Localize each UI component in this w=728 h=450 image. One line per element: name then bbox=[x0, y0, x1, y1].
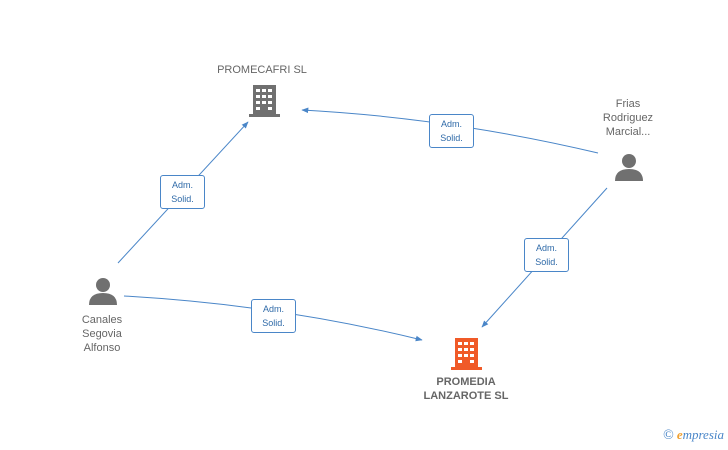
person-label-frias[interactable]: Frias Rodriguez Marcial... bbox=[592, 97, 664, 139]
edge-role: Adm. bbox=[535, 243, 557, 253]
person-icon[interactable] bbox=[615, 154, 643, 181]
edge-label-canales-promedia[interactable]: Adm. Solid. bbox=[251, 299, 296, 333]
building-icon[interactable] bbox=[249, 85, 280, 117]
edge-label-canales-promecafri[interactable]: Adm. Solid. bbox=[160, 175, 205, 209]
brand-name: mpresia bbox=[682, 427, 724, 442]
edge-role: Solid. bbox=[171, 194, 194, 204]
edge-role: Solid. bbox=[262, 318, 285, 328]
person-name-line: Alfonso bbox=[83, 342, 121, 354]
company-label-promecafri[interactable]: PROMECAFRI SL bbox=[217, 64, 307, 76]
copyright-icon: © bbox=[663, 428, 674, 443]
edge-role: Solid. bbox=[440, 133, 463, 143]
edge-label-frias-promecafri[interactable]: Adm. Solid. bbox=[429, 114, 474, 148]
company-name-line: LANZAROTE SL bbox=[423, 390, 509, 402]
person-name-line: Rodriguez bbox=[602, 112, 654, 124]
brand-initial: e bbox=[676, 427, 683, 442]
building-icon[interactable] bbox=[451, 338, 482, 370]
company-label-promedia[interactable]: PROMEDIA LANZAROTE SL bbox=[406, 375, 526, 403]
company-name-line: PROMEDIA bbox=[436, 376, 496, 388]
edge-role: Adm. bbox=[262, 304, 284, 314]
edge-role: Solid. bbox=[535, 257, 558, 267]
person-name-line: Marcial... bbox=[605, 126, 651, 138]
brand-watermark: ©empresia bbox=[663, 427, 724, 444]
person-icon[interactable] bbox=[89, 278, 117, 305]
person-name-line: Segovia bbox=[82, 328, 122, 340]
edge-role: Adm. bbox=[171, 180, 193, 190]
person-name-line: Frias bbox=[615, 98, 641, 110]
edge-role: Adm. bbox=[440, 119, 462, 129]
person-label-canales[interactable]: Canales Segovia Alfonso bbox=[66, 313, 138, 355]
edge-label-frias-promedia[interactable]: Adm. Solid. bbox=[524, 238, 569, 272]
person-name-line: Canales bbox=[81, 314, 123, 326]
